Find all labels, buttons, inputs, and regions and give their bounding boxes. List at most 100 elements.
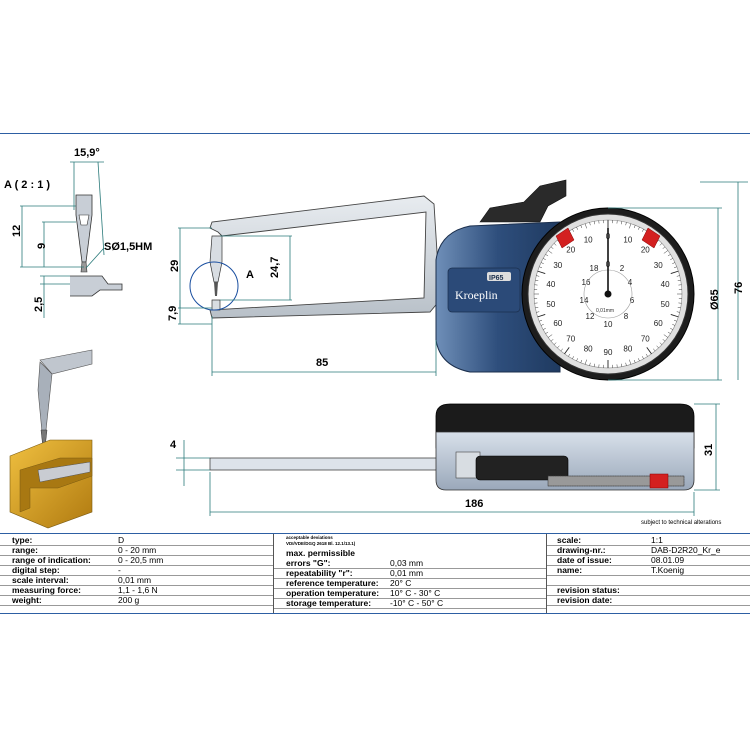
dial-outer-number: 30: [553, 261, 562, 270]
dial-tick: [543, 328, 546, 330]
deviation-header-2: VDI/VDE/DGQ 2618 Bl. 12.1/13.1): [286, 541, 356, 546]
dial-tick: [593, 363, 595, 367]
dial-tick: [539, 319, 543, 322]
info-value: 0,03 mm: [390, 558, 424, 568]
dim-65: Ø65: [709, 289, 721, 310]
info-label: drawing-nr.:: [557, 545, 606, 555]
dial-tick: [621, 221, 623, 225]
dial-tick: [536, 311, 540, 313]
row-divider: [274, 608, 546, 609]
dial-tick: [584, 359, 587, 365]
dial-unit: 0,01mm: [596, 308, 614, 314]
info-label: date of issue:: [557, 555, 612, 565]
dim-7-9: 7,9: [167, 306, 179, 321]
dial-tick: [589, 362, 591, 366]
dial-tick: [672, 324, 676, 326]
dial-tick: [633, 225, 636, 229]
dial-outer-number: 10: [584, 235, 593, 244]
sphere-dimension: SØ1,5HM: [104, 241, 152, 253]
dial-inner-number: 4: [628, 278, 633, 287]
dial-tick: [677, 279, 681, 281]
detail-label: A ( 2 : 1 ): [4, 179, 50, 191]
dial-tick: [540, 262, 544, 264]
dial-outer-number: 30: [654, 261, 663, 270]
row-divider: [547, 545, 750, 546]
row-divider: [0, 595, 273, 596]
tolerance-marker-left: [555, 227, 575, 249]
info-label: weight:: [12, 595, 42, 605]
row-divider: [0, 565, 273, 566]
info-label: reference temperature:: [286, 578, 379, 588]
dial-inner-number: 16: [582, 278, 591, 287]
row-divider: [274, 568, 546, 569]
dim-186: 186: [465, 498, 483, 510]
deviation-column: acceptable deviations VDI/VDE/DGQ 2618 B…: [274, 534, 547, 613]
row-divider: [547, 555, 750, 556]
dial-tick: [670, 313, 679, 318]
dim-31: 31: [703, 444, 715, 456]
dial-tick: [543, 258, 546, 260]
tolerance-marker-right: [641, 227, 661, 249]
dial-tick: [576, 358, 578, 362]
info-value: 0 - 20,5 mm: [118, 555, 164, 565]
dial-tick: [553, 243, 557, 246]
dial-tick: [670, 328, 673, 330]
dial-tick: [645, 353, 648, 357]
dial-tick: [676, 311, 680, 313]
dial-outer-number: 90: [604, 348, 613, 357]
dial-tick: [560, 348, 563, 352]
dial-tick: [646, 347, 652, 355]
info-value: -: [118, 565, 121, 575]
dial-tick: [535, 307, 539, 309]
info-value: 10° C - 30° C: [390, 588, 441, 598]
side-view: 4 31 186: [170, 403, 720, 516]
row-divider: [0, 545, 273, 546]
dial-tick: [580, 225, 583, 229]
dial-tick: [656, 345, 659, 349]
dial-tick: [537, 270, 546, 275]
dial-inner-number: 14: [580, 296, 589, 305]
dial-tick: [537, 313, 546, 318]
row-divider: [547, 565, 750, 566]
dial-outer-number: 50: [661, 300, 670, 309]
detail-circle: [189, 261, 239, 311]
info-label: repeatability "r":: [286, 568, 353, 578]
dial-outer-number: 60: [553, 319, 562, 328]
dial-outer-number: 40: [546, 280, 555, 289]
dial-tick: [653, 348, 656, 352]
ip-badge: IP65: [489, 275, 504, 282]
dial-tick: [625, 362, 627, 366]
section-label: A: [246, 269, 254, 281]
dial-tick: [673, 319, 677, 322]
row-divider: [0, 555, 273, 556]
dial-outer-number: 20: [641, 246, 650, 255]
info-label: scale:: [557, 535, 582, 545]
row-divider: [274, 598, 546, 599]
dim-76: 76: [733, 282, 745, 294]
deviation-header-1: acceptable deviations: [286, 535, 333, 540]
dial-outer-number: 10: [623, 235, 632, 244]
info-label: revision status:: [557, 585, 620, 595]
dial-tick: [568, 353, 571, 357]
dial-tick: [677, 307, 681, 309]
dial-outer-number: 60: [654, 319, 663, 328]
dial-tick: [629, 359, 632, 365]
info-value: 1:1: [651, 535, 663, 545]
dial-tick: [572, 356, 574, 359]
dial-tick: [576, 226, 578, 230]
dial-outer-number: 70: [566, 334, 575, 343]
dim-4: 4: [170, 439, 177, 451]
subject-note: subject to technical alterations: [641, 520, 722, 526]
brand-logo: Kroeplin: [455, 288, 498, 302]
info-value: -10° C - 50° C: [390, 598, 444, 608]
dial-outer-number: 70: [641, 334, 650, 343]
dial-inner-number: 10: [604, 320, 613, 329]
row-divider: [547, 595, 750, 596]
dial-tick: [676, 275, 680, 277]
front-view: Kroeplin IP65 90807060504030201001020304…: [167, 179, 748, 381]
dial-tick: [663, 250, 668, 254]
info-value: 1,1 - 1,6 N: [118, 585, 158, 595]
